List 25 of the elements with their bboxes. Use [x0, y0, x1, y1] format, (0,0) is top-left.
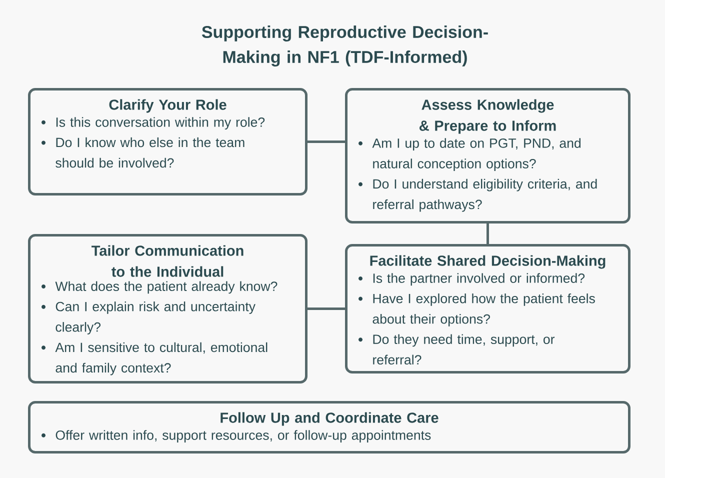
bullet-item: Do I understand eligibility criteria, and referral pathways?	[358, 178, 597, 212]
process-box	[28, 88, 308, 196]
bullet-item: What does the patient already know?	[42, 281, 278, 294]
connector-line	[308, 308, 345, 310]
connector-line	[308, 140, 345, 143]
box-heading: Facilitate Shared Decision-Making	[370, 255, 606, 269]
bullet-item: Have I explored how the patient feels about their options?	[358, 293, 595, 326]
bullet-item: Do I know who else in the team should be involved?	[42, 137, 244, 168]
bullet-item: Do they need time, support, or referral?	[358, 334, 555, 365]
process-box	[345, 88, 630, 224]
box-heading: Follow Up and Coordinate Care	[220, 412, 438, 426]
bullet-item: Am I up to date on PGT, PND, and natural conception options?	[358, 138, 581, 171]
bullet-item: Am I sensitive to cultural, emotional and family context?	[42, 342, 268, 376]
process-box	[345, 244, 630, 374]
box-heading: Assess Knowledge & Prepare to Inform	[420, 99, 556, 134]
box-heading: Clarify Your Role	[109, 99, 226, 113]
connector-line	[486, 224, 489, 244]
bullet-item: Can I explain risk and uncertainty clearly?	[42, 302, 256, 334]
bullet-item: Is this conversation within my role?	[42, 117, 265, 130]
box-heading: Tailor Communication to the Individual	[92, 245, 244, 277]
title: Supporting Reproductive Decision-Making in NF1 (TDF-Informed)	[202, 26, 488, 66]
bullet-item: Is the partner involved or informed?	[358, 273, 585, 286]
process-box	[28, 234, 308, 384]
process-box	[28, 401, 630, 454]
bullet-item: Offer written info, support resources, or follow-up appointments	[42, 430, 431, 442]
